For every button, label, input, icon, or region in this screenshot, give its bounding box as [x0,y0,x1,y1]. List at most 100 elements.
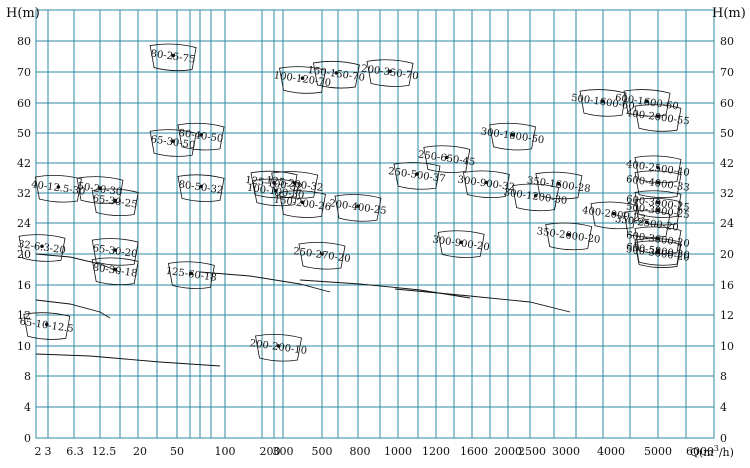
operating-point [274,188,278,193]
y-tick-left: 70 [17,66,31,79]
operating-point [656,248,660,252]
x-tick: 5000 [644,445,672,458]
x-tick: 200 [260,445,281,458]
pump-zone [366,59,414,87]
y-tick-right: 16 [720,279,734,292]
pump-zone [423,145,471,173]
pump-model-label: 65-30-25 [92,193,138,210]
pump-zone [634,104,682,132]
operating-point [113,198,117,203]
operating-point [300,76,305,80]
pump-performance-curves [18,43,682,367]
operating-point [601,99,605,103]
y-tick-right: 8 [720,370,727,383]
operating-point [320,252,324,256]
model-labels: 80-25-75100-120-70150-150-70200-350-7080… [17,48,690,356]
operating-point [656,208,660,212]
operating-point [334,71,339,75]
pump-curve [35,353,221,367]
pump-zone [535,171,583,200]
pump-zone [167,261,215,289]
y-tick-left: 32 [17,187,31,200]
operating-point [98,186,102,190]
operating-point [566,232,571,237]
y-tick-right: 4 [720,401,727,414]
operating-point [171,53,175,58]
pump-model-label: 80-50-32 [178,179,224,196]
operating-point [113,248,117,252]
y-tick-right: 20 [720,248,734,261]
operating-point [645,220,649,225]
y-tick-right: 24 [720,217,734,230]
operating-point [113,267,117,272]
grid [35,9,715,439]
operating-point [199,133,203,137]
pump-zone [545,222,593,251]
x-tick: 2000 [494,445,522,458]
pump-zone [252,178,300,207]
y-axis-title-right: H(m) [712,6,746,21]
operating-point [40,244,44,249]
y-tick-left: 8 [24,370,31,383]
pump-curve [35,253,121,273]
pump-zone [634,170,682,199]
x-tick: 6.3 [66,445,84,458]
operating-point [656,200,660,205]
pump-zone [279,66,326,94]
x-tick: 12.5 [92,445,117,458]
operating-point [300,200,305,205]
operating-point [484,180,489,185]
operating-point [56,185,61,189]
pump-zone [634,190,682,218]
x-tick: 1000 [384,445,412,458]
operating-point [415,172,419,176]
y-tick-right: 70 [720,66,734,79]
y-tick-right: 50 [720,127,734,140]
operating-point [656,114,660,118]
pump-model-label: 125-60-18 [165,266,217,284]
y-tick-left: 80 [17,35,31,48]
pump-zone [91,257,139,286]
operating-point [510,133,515,137]
y-tick-right: 80 [720,35,734,48]
operating-point [533,193,538,198]
pump-zone [579,89,627,117]
y-tick-right: 42 [720,157,734,170]
pump-zone [312,60,360,89]
x-tick: 4000 [597,445,625,458]
pump-model-label: 250-650-45 [417,149,476,168]
pump-curve [199,271,331,293]
pump-zone [634,238,682,266]
pump-model-label: 200-200-10 [249,338,308,357]
operating-point [557,181,561,186]
pump-zone [76,176,124,204]
pump-zone [279,190,326,218]
pump-model-label: 250-500-37 [387,166,446,185]
pump-zone [623,210,671,238]
y-tick-right: 60 [720,97,734,110]
y-tick-left: 16 [17,279,31,292]
pump-zone [177,174,225,202]
pump-curve [35,299,111,319]
pump-model-label: 80-30-18 [92,262,138,279]
y-tick-left: 4 [24,401,31,414]
pump-zone [634,240,682,268]
y-tick-right: 12 [720,309,734,322]
pump-model-label: 200-350-70 [360,63,419,82]
y-axis-title-left: H(m) [6,6,40,21]
x-tick: 800 [350,445,371,458]
operating-point [459,240,464,245]
x-tick: 2500 [518,445,546,458]
pump-zone [512,183,560,212]
pump-zone [634,226,682,255]
operating-point [356,204,360,208]
pump-curve [299,279,471,299]
pump-zone [250,170,298,199]
operating-point [292,181,297,185]
y-tick-left: 50 [17,127,31,140]
y-tick-left: 24 [17,217,31,230]
y-tick-left: 12 [17,309,31,322]
y-tick-left: 0 [24,432,31,445]
